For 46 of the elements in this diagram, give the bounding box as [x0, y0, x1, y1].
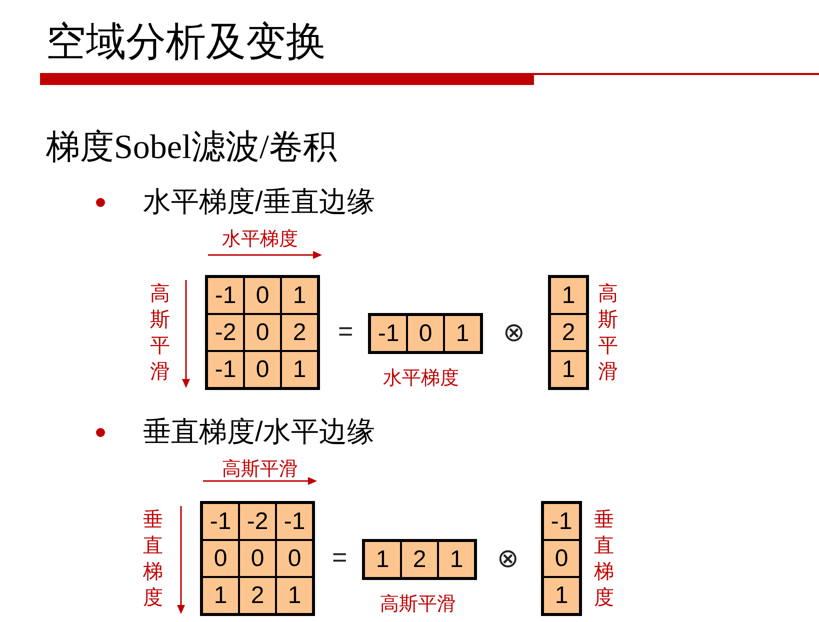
matrix-cell: 0 [244, 314, 281, 351]
matrix-cell: 1 [550, 277, 587, 314]
matrix-cell: 1 [364, 541, 401, 578]
matrix-cell: -2 [239, 503, 276, 540]
axis-label: 垂直梯度 [143, 508, 163, 611]
bullet-text: 水平梯度/垂直边缘 [143, 185, 375, 219]
matrix-cell: 2 [281, 314, 318, 351]
matrix-cell: -2 [207, 314, 244, 351]
matrix-cell: 2 [239, 577, 276, 614]
matrix-cell: 1 [543, 577, 580, 614]
axis-label: 高斯平滑 [222, 458, 298, 482]
matrix-cell: 2 [550, 314, 587, 351]
axis-label: 垂直梯度 [594, 508, 614, 611]
convolution-symbol: ⊗ [503, 319, 525, 345]
matrix-cell: 0 [239, 540, 276, 577]
matrix-cell: 1 [444, 315, 481, 352]
matrix-cell: 1 [281, 351, 318, 388]
section-heading: 梯度Sobel滤波/卷积 [46, 128, 337, 168]
matrix-cell: -1 [543, 503, 580, 540]
matrix-cell: 1 [281, 277, 318, 314]
matrix-cell: -1 [207, 277, 244, 314]
matrix-cell: 1 [438, 541, 475, 578]
matrix-cell: -1 [276, 503, 313, 540]
matrix-cell: 1 [550, 351, 587, 388]
slide-title: 空域分析及变换 [46, 19, 326, 66]
matrix-cell: 1 [202, 577, 239, 614]
axis-label: 水平梯度 [222, 228, 298, 252]
axis-label: 高斯平滑 [150, 282, 170, 385]
matrix-cell: 0 [244, 277, 281, 314]
vector-caption: 水平梯度 [383, 367, 459, 391]
convolution-symbol: ⊗ [497, 545, 519, 571]
equals-sign: = [338, 318, 354, 344]
vector-caption: 高斯平滑 [380, 593, 456, 617]
matrix-cell: 0 [202, 540, 239, 577]
matrix-cell: -1 [207, 351, 244, 388]
equals-sign: = [332, 544, 348, 570]
matrix-cell: 0 [244, 351, 281, 388]
matrix-cell: 0 [543, 540, 580, 577]
matrix-cell: 2 [401, 541, 438, 578]
matrix-cell: 0 [407, 315, 444, 352]
matrix-cell: 1 [276, 577, 313, 614]
axis-label: 高斯平滑 [598, 282, 618, 385]
matrix-cell: -1 [202, 503, 239, 540]
matrix-cell: 0 [276, 540, 313, 577]
bullet-text: 垂直梯度/水平边缘 [143, 415, 375, 449]
matrix-cell: -1 [370, 315, 407, 352]
